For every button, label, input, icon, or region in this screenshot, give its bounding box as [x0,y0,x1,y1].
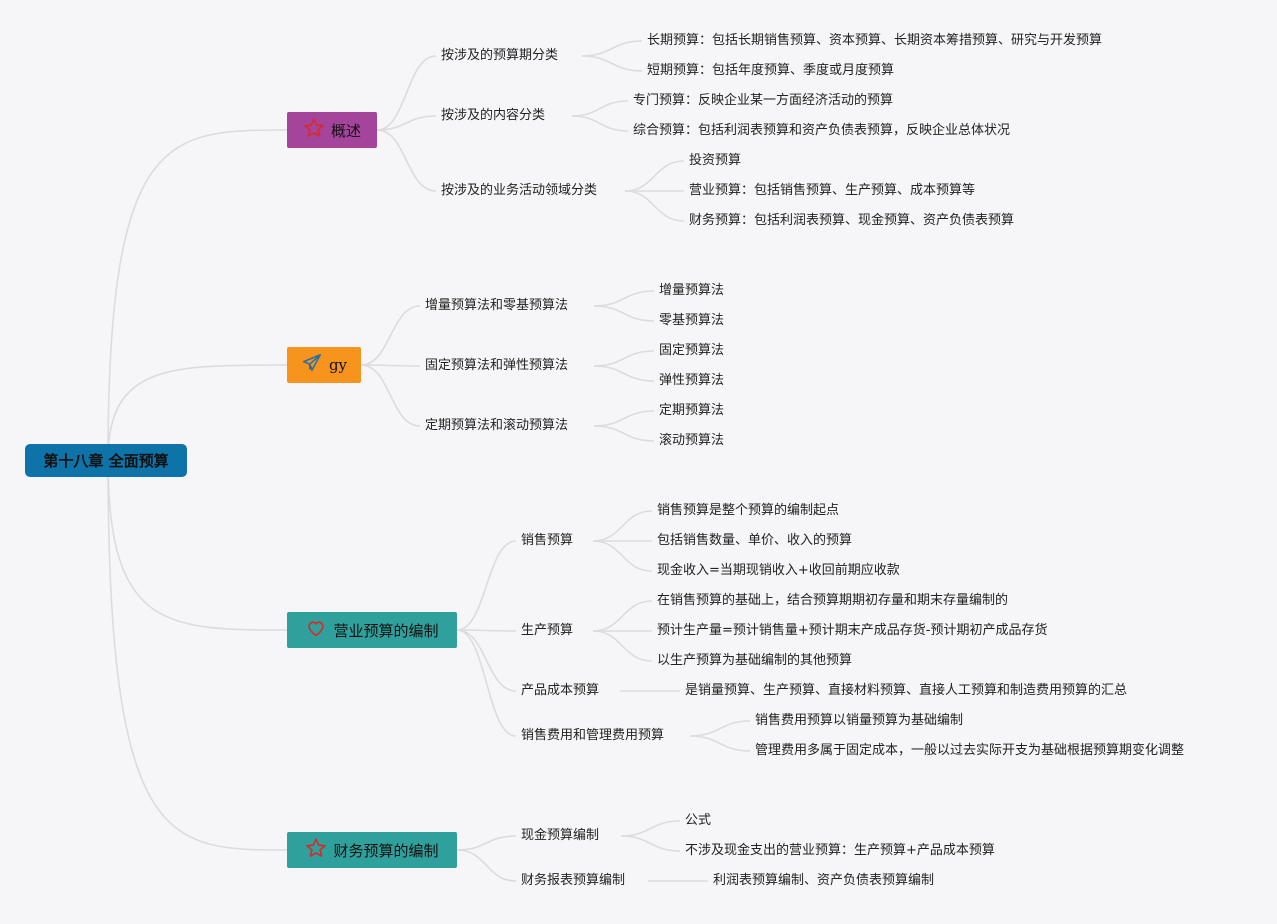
connector-line [593,290,655,307]
leaf-topic[interactable]: 综合预算：包括利润表预算和资产负债表预算，反映企业总体状况 [633,123,1011,138]
connector-line [593,305,655,322]
connector-line [571,115,629,132]
subtopic[interactable]: 增量预算法和零基预算法 [425,298,569,313]
subtopic[interactable]: 固定预算法和弹性预算法 [425,358,569,373]
leaf-topic[interactable]: 包括销售数量、单价、收入的预算 [657,533,853,548]
subtopic[interactable]: 现金预算编制 [521,828,600,843]
leaf-topic[interactable]: 营业预算：包括销售预算、生产预算、成本预算等 [689,183,976,198]
subtopic[interactable]: 销售预算 [521,533,574,548]
connector-line [107,364,288,461]
leaf-topic[interactable]: 销售预算是整个预算的编制起点 [657,503,840,518]
connector-line [376,55,437,131]
leaf-topic[interactable]: 在销售预算的基础上，结合预算期期初存量和期末存量编制的 [657,593,1009,608]
subtopic[interactable]: 定期预算法和滚动预算法 [425,418,569,433]
connector-line [593,425,655,442]
connector-line [571,100,629,117]
leaf-topic[interactable]: 不涉及现金支出的营业预算：生产预算+产品成本预算 [685,843,995,858]
branch-overview[interactable]: 概述 [287,112,377,148]
subtopic[interactable]: 按涉及的业务活动领域分类 [441,183,598,198]
leaf-topic[interactable]: 滚动预算法 [659,433,725,448]
branch-label: 财务预算的编制 [333,841,439,860]
subtopic[interactable]: 生产预算 [521,623,574,638]
connector-line [456,849,517,882]
connector-line [360,364,421,367]
connector-line [592,510,653,542]
leaf-topic[interactable]: 财务预算：包括利润表预算、现金预算、资产负债表预算 [689,213,1015,228]
connector-line [620,820,681,837]
leaf-topic[interactable]: 是销量预算、生产预算、直接材料预算、直接人工预算和制造费用预算的汇总 [685,683,1128,698]
subtopic[interactable]: 产品成本预算 [521,683,600,698]
connector-line [624,160,685,192]
leaf-topic[interactable]: 专门预算：反映企业某一方面经济活动的预算 [633,93,894,108]
root-topic[interactable]: 第十八章 全面预算 [25,444,187,477]
leaf-topic[interactable]: 管理费用多属于固定成本，一般以过去实际开支为基础根据预算期变化调整 [755,743,1185,758]
connector-line [456,835,517,851]
root-topic-label: 第十八章 全面预算 [43,452,169,470]
subtopic[interactable]: 按涉及的预算期分类 [441,48,559,63]
star-icon [303,117,325,143]
leaf-topic[interactable]: 现金收入=当期现销收入+收回前期应收款 [657,563,900,578]
connector-line [456,629,517,632]
leaf-topic[interactable]: 销售费用预算以销量预算为基础编制 [755,713,964,728]
connector-line [360,364,421,427]
connector-line [593,410,655,427]
leaf-topic[interactable]: 弹性预算法 [659,373,725,388]
branch-financial-budget[interactable]: 财务预算的编制 [287,832,457,868]
leaf-topic[interactable]: 公式 [685,813,712,828]
connector-line [376,115,437,131]
connector-line [620,835,681,852]
star-icon [305,837,327,863]
branch-label: 营业预算的编制 [333,621,439,640]
leaf-topic[interactable]: 利润表预算编制、资产负债表预算编制 [713,873,935,888]
connector-line [456,540,517,631]
connector-line [107,459,288,631]
connector-line [689,720,751,737]
connector-line [592,630,653,662]
connector-line [592,600,653,632]
branch-operating-budget[interactable]: 营业预算的编制 [287,612,457,648]
branch-label: 概述 [330,121,361,140]
connector-line [456,629,517,737]
connector-line [107,459,288,851]
leaf-topic[interactable]: 投资预算 [689,153,742,168]
heart-icon [305,617,327,643]
connector-line [689,735,751,752]
leaf-topic[interactable]: 零基预算法 [659,313,725,328]
connector-line [360,305,421,366]
connector-line [593,350,655,367]
leaf-topic[interactable]: 预计生产量=预计销售量+预计期末产成品存货-预计期初产成品存货 [657,623,1048,638]
connector-line [624,190,685,222]
connector-line [107,129,288,461]
leaf-topic[interactable]: 增量预算法 [659,283,725,298]
branch-gy[interactable]: gy [287,347,361,383]
connector-line [581,55,643,72]
connector-line [592,540,653,572]
leaf-topic[interactable]: 固定预算法 [659,343,725,358]
leaf-topic[interactable]: 短期预算：包括年度预算、季度或月度预算 [647,63,895,78]
connector-line [581,40,643,57]
subtopic[interactable]: 按涉及的内容分类 [441,108,546,123]
connector-line [376,129,437,192]
subtopic[interactable]: 销售费用和管理费用预算 [521,728,665,743]
connector-line [593,365,655,382]
leaf-topic[interactable]: 以生产预算为基础编制的其他预算 [657,653,853,668]
paper-plane-icon [301,352,323,378]
connector-line [456,629,517,692]
leaf-topic[interactable]: 长期预算：包括长期销售预算、资本预算、长期资本筹措预算、研究与开发预算 [647,33,1103,48]
subtopic[interactable]: 财务报表预算编制 [521,873,626,888]
branch-label: gy [328,356,348,374]
leaf-topic[interactable]: 定期预算法 [659,403,725,418]
